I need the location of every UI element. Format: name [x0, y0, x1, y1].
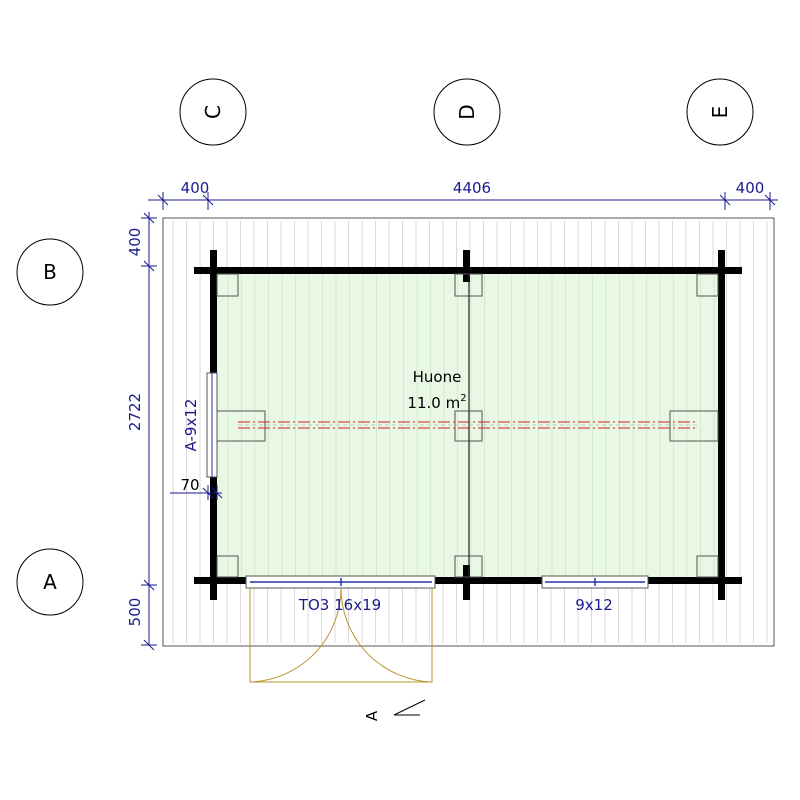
- section-marker: A: [363, 699, 426, 721]
- grid-circle-e: E: [686, 78, 754, 146]
- dim-top-left: 400: [181, 179, 210, 197]
- grid-circle-d: D: [433, 78, 501, 146]
- dim-top-right: 400: [736, 179, 765, 197]
- door-opening: [245, 575, 436, 683]
- grid-label-d: D: [455, 104, 479, 119]
- grid-circle-c: C: [179, 78, 247, 146]
- door-label: TO3 16x19: [298, 596, 381, 614]
- grid-label-c: C: [201, 105, 225, 119]
- bottom-window-label: 9x12: [575, 596, 613, 614]
- grid-label-a: A: [43, 570, 57, 594]
- dim-left-bottom: 500: [126, 598, 144, 627]
- left-window-label: A-9x12: [182, 399, 200, 452]
- dim-left-mid: 2722: [126, 393, 144, 431]
- beam-line: [238, 421, 697, 429]
- room-name: Huone: [413, 368, 462, 386]
- grid-circle-b: B: [16, 238, 84, 306]
- left-window: [206, 372, 218, 478]
- dim-small-70: 70: [180, 476, 199, 494]
- room-area-sup: 2: [460, 393, 466, 404]
- grid-label-e: E: [708, 106, 732, 119]
- bottom-window: [541, 575, 649, 589]
- room-area: 11.0 m2: [407, 393, 466, 412]
- dim-top-mid: 4406: [453, 179, 491, 197]
- grid-label-b: B: [43, 260, 57, 284]
- section-marker-label: A: [363, 710, 381, 721]
- dimension-lines: [141, 192, 778, 651]
- dim-left-top: 400: [126, 228, 144, 257]
- grid-circle-a: A: [16, 548, 84, 616]
